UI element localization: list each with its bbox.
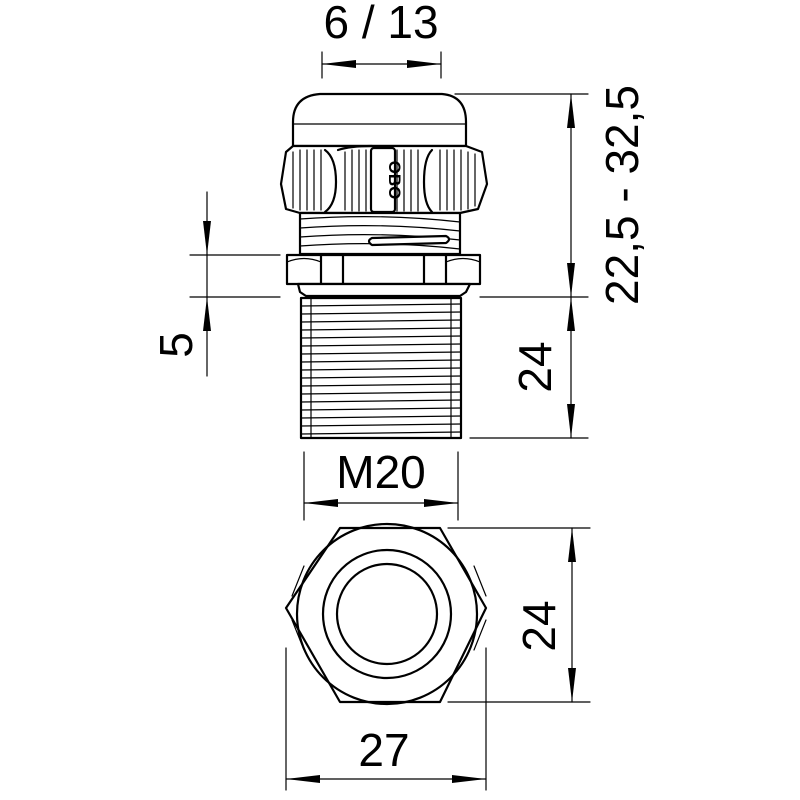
dome-cap: [291, 92, 468, 148]
neck-thread: [298, 211, 462, 256]
dimension-across-corners: 27: [285, 647, 487, 791]
hex-body-side: [285, 253, 482, 298]
dimension-locknut-height: 5: [150, 191, 281, 377]
dimension-text-across-corners: 27: [358, 724, 409, 776]
top-view: 24 27: [284, 522, 591, 791]
dimension-thread-length: 24: [469, 296, 589, 439]
thread-m20: [299, 296, 463, 440]
dimension-thread-size: M20: [303, 446, 459, 521]
dimension-text-overall-height: 22,5 - 32,5: [596, 85, 648, 305]
knurled-nut: OBO: [279, 144, 489, 215]
dimension-across-flats: 24: [447, 527, 591, 703]
brand-logo: OBO: [385, 161, 404, 200]
chamfer-circle: [295, 522, 479, 706]
dimension-text-thread-length: 24: [509, 341, 561, 392]
cable-bore: [335, 562, 439, 666]
dimension-text-thread-size: M20: [336, 446, 425, 498]
dimension-cable-range: 6 / 13: [321, 0, 442, 79]
dimension-text-locknut-height: 5: [150, 332, 202, 358]
side-view: OBO: [150, 0, 648, 521]
dimension-text-across-flats: 24: [513, 600, 565, 651]
dimension-text-cable-range: 6 / 13: [323, 0, 438, 48]
seal-ring: [321, 548, 453, 680]
hex-outline: [284, 526, 488, 704]
dimension-overall-height: 22,5 - 32,5: [454, 85, 648, 305]
